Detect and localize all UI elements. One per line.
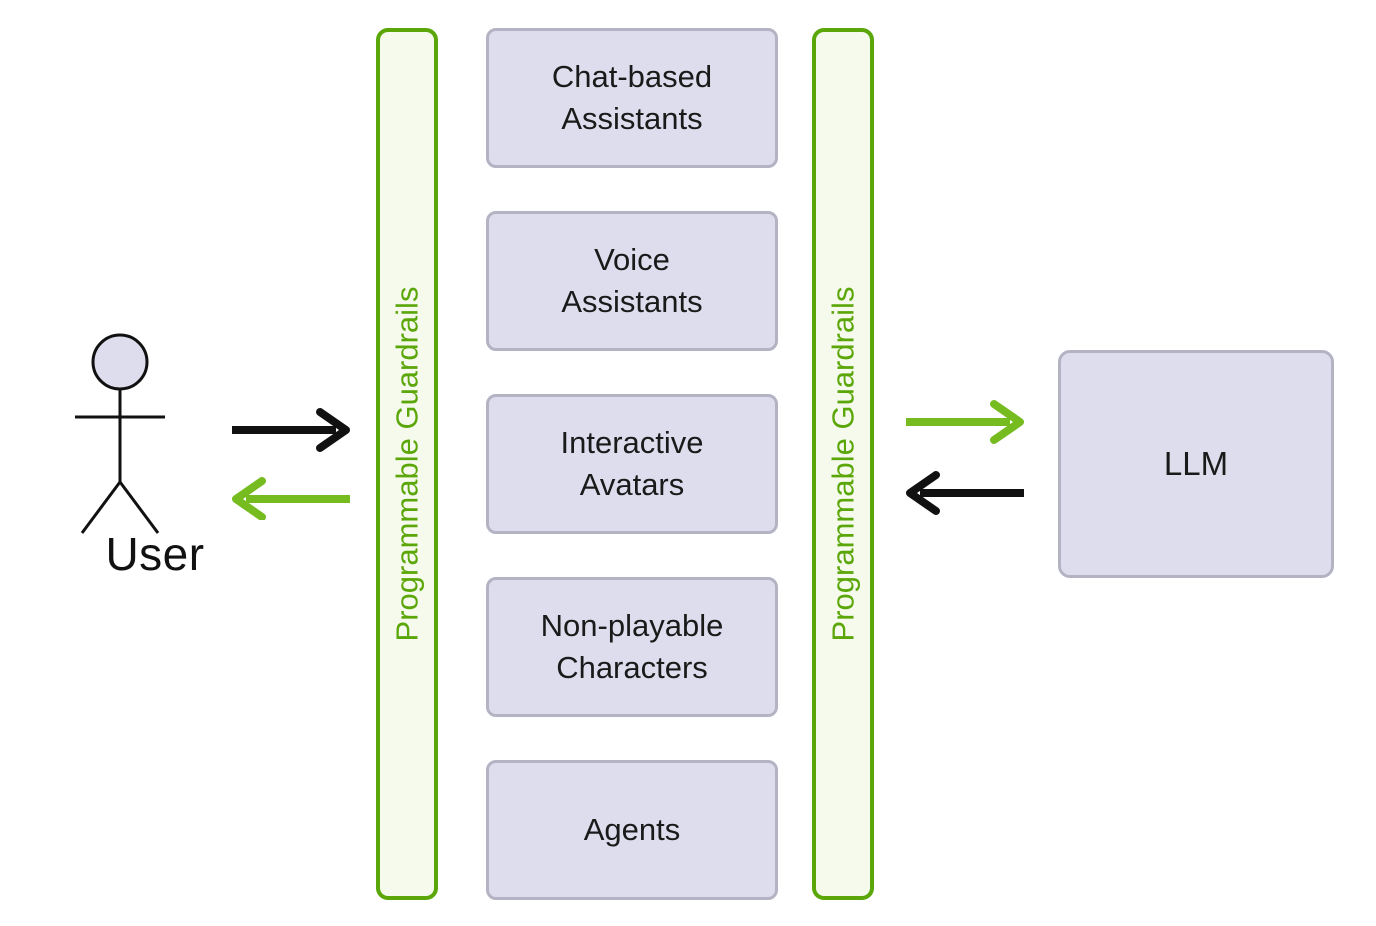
llm-box[interactable]: LLM xyxy=(1058,350,1334,578)
guardrail-right[interactable]: Programmable Guardrails xyxy=(812,28,874,900)
use-case-line-1: Voice xyxy=(594,242,670,277)
use-case-line-1: Agents xyxy=(583,812,681,847)
use-case-box-chat-based-assistants[interactable]: Chat-based Assistants xyxy=(486,28,778,168)
user-label: User xyxy=(105,528,205,580)
llm-label: LLM xyxy=(1163,445,1229,482)
guardrail-to-user-arrow-left-icon xyxy=(232,477,350,520)
use-case-line-1: Chat-based xyxy=(551,59,713,94)
user-actor-group: User xyxy=(60,330,250,600)
user-to-guardrail-arrow-right-icon xyxy=(232,408,350,452)
use-case-label: Interactive Avatars xyxy=(560,422,703,506)
guardrail-left[interactable]: Programmable Guardrails xyxy=(376,28,438,900)
guardrail-to-llm-arrow-right-icon xyxy=(906,400,1024,444)
use-case-box-interactive-avatars[interactable]: Interactive Avatars xyxy=(486,394,778,534)
guardrail-right-label: Programmable Guardrails xyxy=(825,286,861,642)
use-case-line-2: Characters xyxy=(556,650,708,685)
stick-figure-person-icon xyxy=(75,333,165,534)
use-case-column: Chat-based Assistants Voice Assistants I… xyxy=(486,28,778,900)
use-case-line-2: Assistants xyxy=(561,101,703,136)
use-case-box-voice-assistants[interactable]: Voice Assistants xyxy=(486,211,778,351)
use-case-label: Non-playable Characters xyxy=(541,605,724,689)
use-case-label: Agents xyxy=(584,809,681,851)
use-case-label: Voice Assistants xyxy=(561,239,702,323)
use-case-box-non-playable-characters[interactable]: Non-playable Characters xyxy=(486,577,778,717)
use-case-line-1: Non-playable xyxy=(540,608,724,643)
use-case-line-2: Assistants xyxy=(561,284,703,319)
use-case-label: Chat-based Assistants xyxy=(552,56,712,140)
use-case-box-agents[interactable]: Agents xyxy=(486,760,778,900)
use-case-line-1: Interactive xyxy=(560,425,704,460)
use-case-line-2: Avatars xyxy=(579,467,685,502)
guardrail-llm-arrow-pair xyxy=(906,400,1024,515)
user-guardrail-arrow-pair xyxy=(232,408,350,520)
llm-to-guardrail-arrow-left-icon xyxy=(906,471,1024,515)
guardrail-left-label: Programmable Guardrails xyxy=(389,286,425,642)
